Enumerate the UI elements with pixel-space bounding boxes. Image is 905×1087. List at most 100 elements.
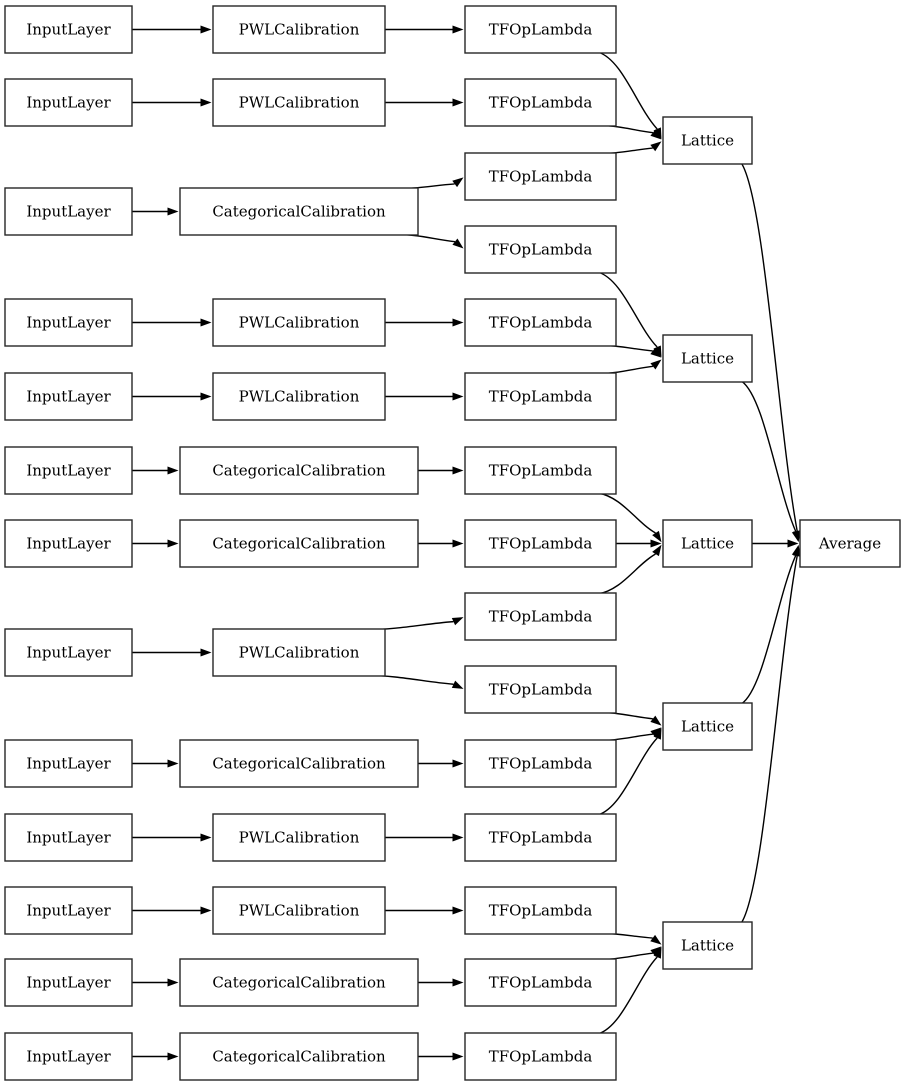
node-border[interactable] <box>212 628 386 677</box>
node-border[interactable] <box>212 78 386 127</box>
arrowhead-icon <box>650 141 662 152</box>
node-border[interactable] <box>662 334 753 383</box>
node-border[interactable] <box>4 372 133 421</box>
node-border[interactable] <box>212 298 386 347</box>
node-border[interactable] <box>4 446 133 495</box>
node-border[interactable] <box>179 1032 419 1081</box>
node-border[interactable] <box>179 739 419 788</box>
node-border[interactable] <box>464 298 617 347</box>
node-pwlcalibration-cal1[interactable]: PWLCalibration <box>212 5 386 54</box>
node-tfop-lambda-tf6[interactable]: TFOpLambda <box>464 372 617 421</box>
node-input-layer-in7[interactable]: InputLayer <box>4 519 133 568</box>
node-border[interactable] <box>4 628 133 677</box>
node-border[interactable] <box>464 446 617 495</box>
node-tfop-lambda-tf11[interactable]: TFOpLambda <box>464 739 617 788</box>
node-tfop-lambda-tf14[interactable]: TFOpLambda <box>464 958 617 1007</box>
node-tfop-lambda-tf1[interactable]: TFOpLambda <box>464 5 617 54</box>
node-border[interactable] <box>179 446 419 495</box>
node-border[interactable] <box>212 372 386 421</box>
node-border[interactable] <box>464 225 617 274</box>
node-average-avg[interactable]: Average <box>799 519 901 568</box>
node-border[interactable] <box>464 813 617 862</box>
node-input-layer-in12[interactable]: InputLayer <box>4 958 133 1007</box>
node-tfop-lambda-tf15[interactable]: TFOpLambda <box>464 1032 617 1081</box>
node-categorical-calibration-cal7[interactable]: CategoricalCalibration <box>179 519 419 568</box>
node-border[interactable] <box>4 5 133 54</box>
node-border[interactable] <box>179 187 419 236</box>
node-pwlcalibration-cal5[interactable]: PWLCalibration <box>212 372 386 421</box>
node-tfop-lambda-tf3[interactable]: TFOpLambda <box>464 152 617 201</box>
node-input-layer-in13[interactable]: InputLayer <box>4 1032 133 1081</box>
node-border[interactable] <box>662 921 753 970</box>
node-border[interactable] <box>662 116 753 165</box>
node-border[interactable] <box>4 187 133 236</box>
node-pwlcalibration-cal4[interactable]: PWLCalibration <box>212 298 386 347</box>
node-border[interactable] <box>212 5 386 54</box>
arrowhead-icon <box>452 25 464 34</box>
node-input-layer-in9[interactable]: InputLayer <box>4 739 133 788</box>
node-border[interactable] <box>4 519 133 568</box>
node-border[interactable] <box>464 665 617 714</box>
node-tfop-lambda-tf2[interactable]: TFOpLambda <box>464 78 617 127</box>
node-border[interactable] <box>4 886 133 935</box>
node-border[interactable] <box>464 78 617 127</box>
node-border[interactable] <box>179 958 419 1007</box>
node-tfop-lambda-tf13[interactable]: TFOpLambda <box>464 886 617 935</box>
node-border[interactable] <box>4 78 133 127</box>
node-lattice-lat2[interactable]: Lattice <box>662 334 753 383</box>
node-pwlcalibration-cal10[interactable]: PWLCalibration <box>212 813 386 862</box>
node-border[interactable] <box>4 298 133 347</box>
edge-line <box>597 737 658 816</box>
node-border[interactable] <box>464 592 617 641</box>
node-tfop-lambda-tf12[interactable]: TFOpLambda <box>464 813 617 862</box>
node-pwlcalibration-cal11[interactable]: PWLCalibration <box>212 886 386 935</box>
node-lattice-lat1[interactable]: Lattice <box>662 116 753 165</box>
node-categorical-calibration-cal3[interactable]: CategoricalCalibration <box>179 187 419 236</box>
node-border[interactable] <box>212 886 386 935</box>
node-input-layer-in6[interactable]: InputLayer <box>4 446 133 495</box>
arrowhead-icon <box>452 539 464 548</box>
arrowhead-icon <box>653 946 662 959</box>
node-tfop-lambda-tf10[interactable]: TFOpLambda <box>464 665 617 714</box>
node-lattice-lat5[interactable]: Lattice <box>662 921 753 970</box>
node-categorical-calibration-cal12[interactable]: CategoricalCalibration <box>179 958 419 1007</box>
node-input-layer-in1[interactable]: InputLayer <box>4 5 133 54</box>
node-pwlcalibration-cal8[interactable]: PWLCalibration <box>212 628 386 677</box>
node-border[interactable] <box>464 5 617 54</box>
node-lattice-lat3[interactable]: Lattice <box>662 519 753 568</box>
node-border[interactable] <box>464 958 617 1007</box>
node-border[interactable] <box>662 519 753 568</box>
node-categorical-calibration-cal9[interactable]: CategoricalCalibration <box>179 739 419 788</box>
node-border[interactable] <box>4 739 133 788</box>
node-tfop-lambda-tf4[interactable]: TFOpLambda <box>464 225 617 274</box>
node-border[interactable] <box>4 1032 133 1081</box>
node-tfop-lambda-tf7[interactable]: TFOpLambda <box>464 446 617 495</box>
node-border[interactable] <box>662 702 753 751</box>
node-tfop-lambda-tf9[interactable]: TFOpLambda <box>464 592 617 641</box>
node-border[interactable] <box>212 813 386 862</box>
node-border[interactable] <box>179 519 419 568</box>
node-input-layer-in2[interactable]: InputLayer <box>4 78 133 127</box>
node-border[interactable] <box>464 886 617 935</box>
node-input-layer-in8[interactable]: InputLayer <box>4 628 133 677</box>
node-input-layer-in11[interactable]: InputLayer <box>4 886 133 935</box>
node-border[interactable] <box>4 813 133 862</box>
node-border[interactable] <box>464 372 617 421</box>
node-categorical-calibration-cal6[interactable]: CategoricalCalibration <box>179 446 419 495</box>
node-lattice-lat4[interactable]: Lattice <box>662 702 753 751</box>
node-border[interactable] <box>464 739 617 788</box>
node-categorical-calibration-cal13[interactable]: CategoricalCalibration <box>179 1032 419 1081</box>
node-tfop-lambda-tf8[interactable]: TFOpLambda <box>464 519 617 568</box>
node-border[interactable] <box>464 519 617 568</box>
node-border[interactable] <box>4 958 133 1007</box>
node-border[interactable] <box>799 519 901 568</box>
node-input-layer-in10[interactable]: InputLayer <box>4 813 133 862</box>
node-tfop-lambda-tf5[interactable]: TFOpLambda <box>464 298 617 347</box>
node-border[interactable] <box>464 1032 617 1081</box>
node-input-layer-in4[interactable]: InputLayer <box>4 298 133 347</box>
node-border[interactable] <box>464 152 617 201</box>
node-input-layer-in3[interactable]: InputLayer <box>4 187 133 236</box>
node-input-layer-in5[interactable]: InputLayer <box>4 372 133 421</box>
node-label: TFOpLambda <box>489 94 593 112</box>
node-pwlcalibration-cal2[interactable]: PWLCalibration <box>212 78 386 127</box>
